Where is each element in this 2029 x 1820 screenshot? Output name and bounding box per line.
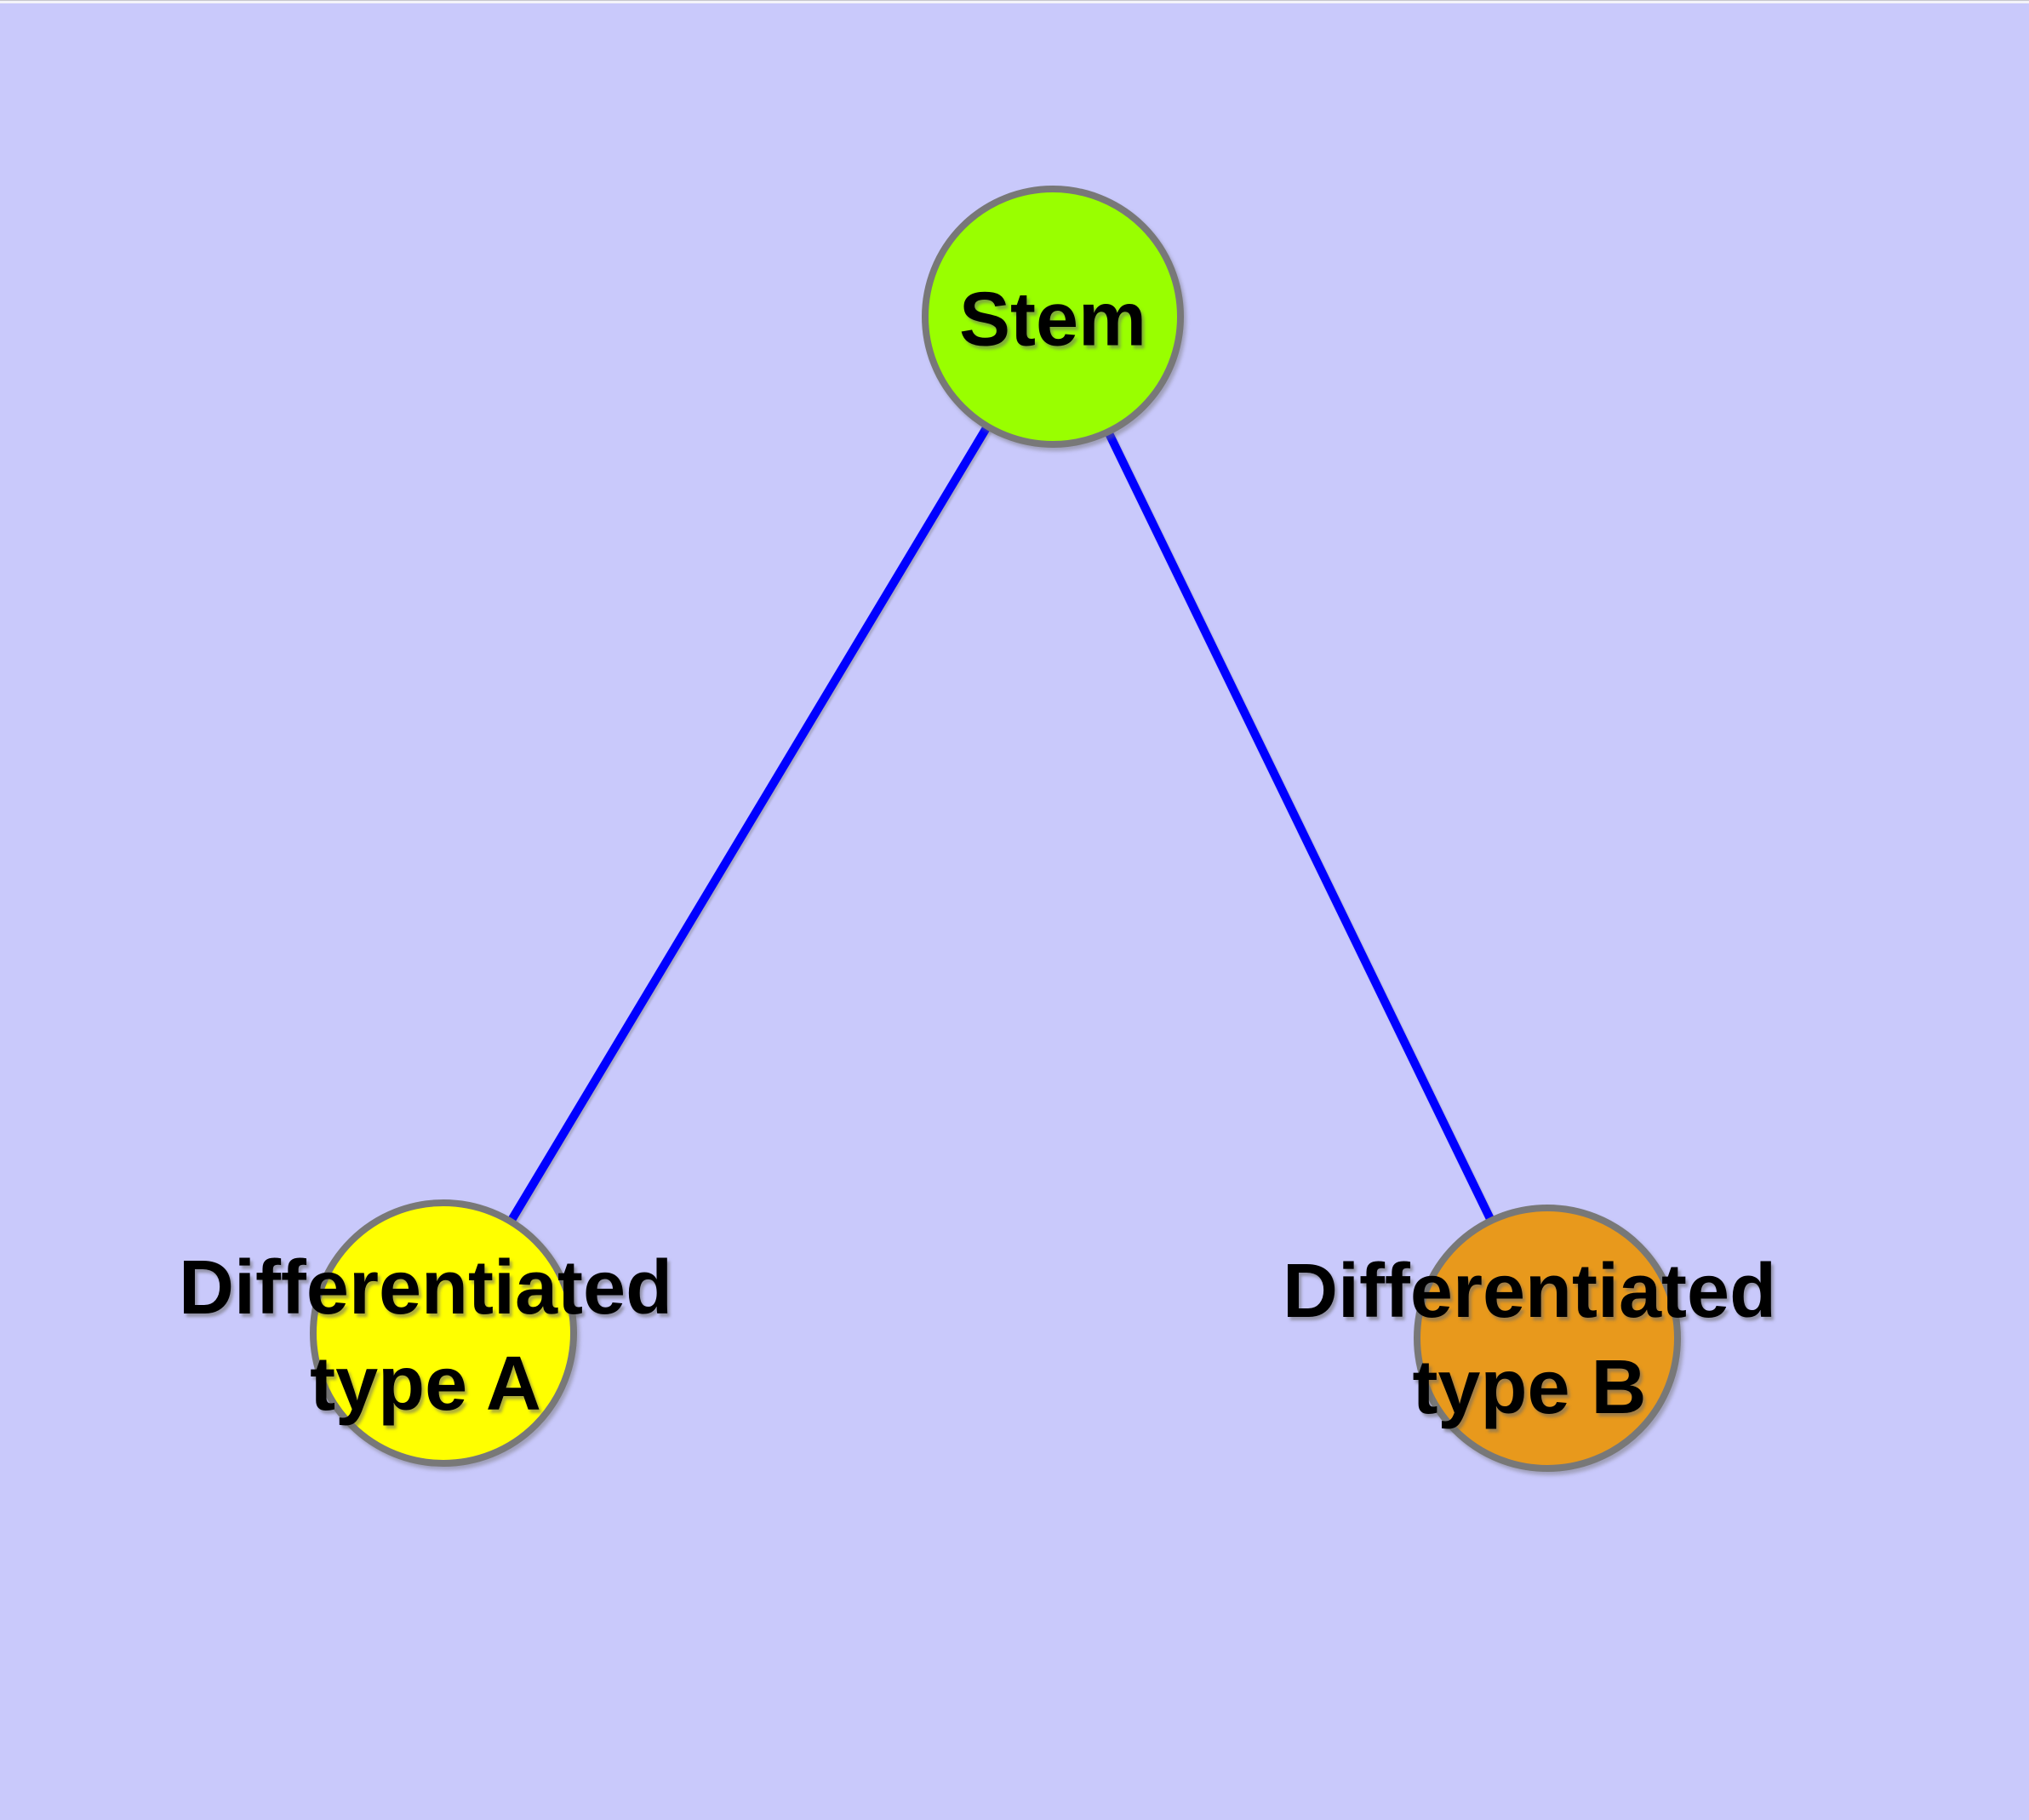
node-differentiated-type-b (1414, 1205, 1681, 1472)
node-differentiated-type-a (310, 1199, 577, 1467)
window-top-edge (0, 0, 2029, 3)
edge-stem-to-type-a (506, 424, 992, 1224)
node-stem (922, 186, 1184, 448)
edge-stem-to-type-b (1104, 429, 1495, 1223)
